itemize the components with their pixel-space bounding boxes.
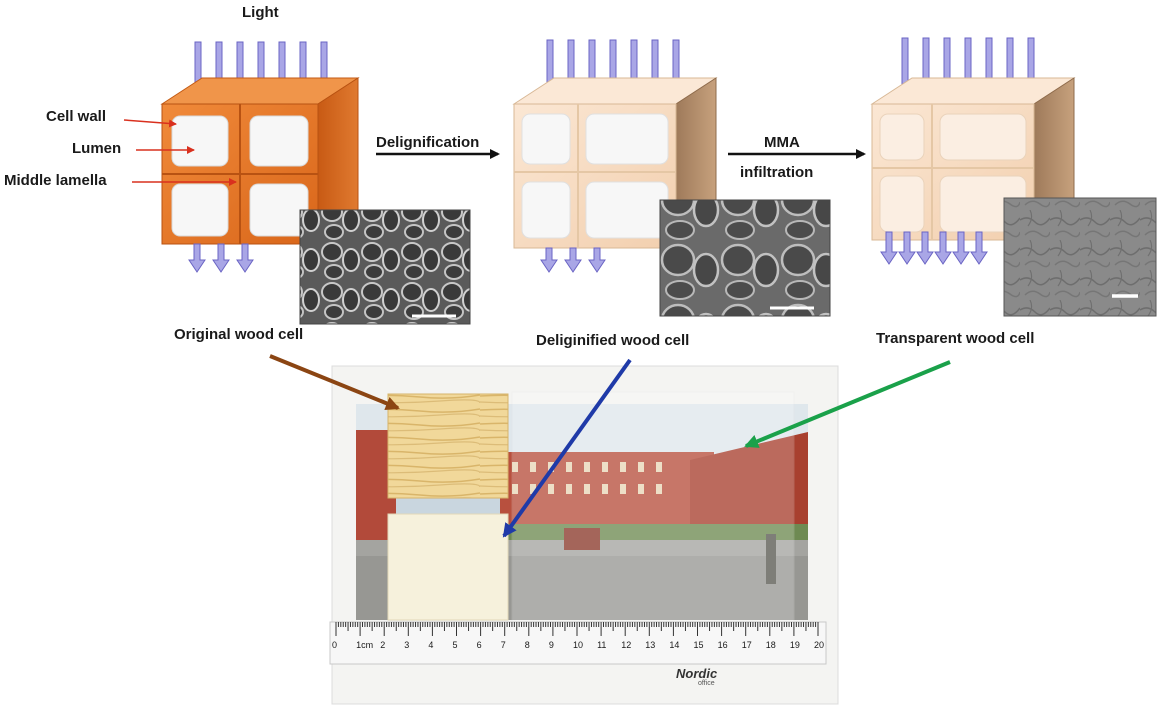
ruler-number: 17 — [741, 640, 752, 650]
ruler-number: 13 — [645, 640, 656, 650]
cell-wall-pointer — [123, 119, 177, 128]
ruler-number: 6 — [476, 640, 482, 650]
caption-delignified: Deliginified wood cell — [536, 332, 690, 349]
ruler-number: 20 — [814, 640, 825, 650]
mma-label: MMA — [764, 134, 800, 151]
delignification-label: Delignification — [376, 134, 480, 151]
cell-wall-label: Cell wall — [46, 108, 107, 125]
transparent-pointer-arrow — [744, 360, 951, 448]
ruler-number: 18 — [765, 640, 776, 650]
ruler-number: 1cm — [356, 640, 374, 650]
ruler-number: 10 — [573, 640, 584, 650]
ruler-number: 19 — [789, 640, 800, 650]
caption-transparent: Transparent wood cell — [876, 330, 1035, 347]
ruler-number: 3 — [404, 640, 410, 650]
light-out-arrows-original — [188, 243, 254, 273]
delignified-wood-block — [512, 77, 718, 249]
light-label: Light — [242, 4, 279, 21]
sem-image-original — [299, 209, 471, 325]
ruler-number: 5 — [452, 640, 458, 650]
ruler-number: 9 — [548, 640, 554, 650]
middle-lamella-label: Middle lamella — [4, 172, 107, 189]
ruler-number: 12 — [621, 640, 632, 650]
ruler-number: 11 — [597, 640, 607, 650]
original-pointer-arrow — [269, 354, 400, 410]
light-out-arrows-transparent — [880, 231, 988, 265]
caption-original: Original wood cell — [174, 326, 304, 343]
original-wood-block — [160, 77, 360, 245]
delignified-pointer-arrow — [502, 358, 632, 538]
lumen-label: Lumen — [72, 140, 122, 157]
ruler-brand-sub: office — [698, 680, 715, 687]
ruler-number: 7 — [500, 640, 506, 650]
sem-image-transparent — [1003, 197, 1157, 317]
ruler-number: 16 — [717, 640, 728, 650]
ruler-number: 15 — [693, 640, 704, 650]
sem-image-delignified — [659, 199, 831, 317]
ruler-number: 0 — [332, 640, 338, 650]
ruler-number: 4 — [428, 640, 434, 650]
ruler — [329, 621, 827, 665]
infiltration-label: infiltration — [740, 164, 814, 181]
ruler-number: 8 — [524, 640, 530, 650]
ruler-number: 2 — [380, 640, 386, 650]
light-out-arrows-delignified — [540, 247, 606, 273]
ruler-brand: Nordic — [676, 666, 718, 681]
ruler-number: 14 — [669, 640, 680, 650]
